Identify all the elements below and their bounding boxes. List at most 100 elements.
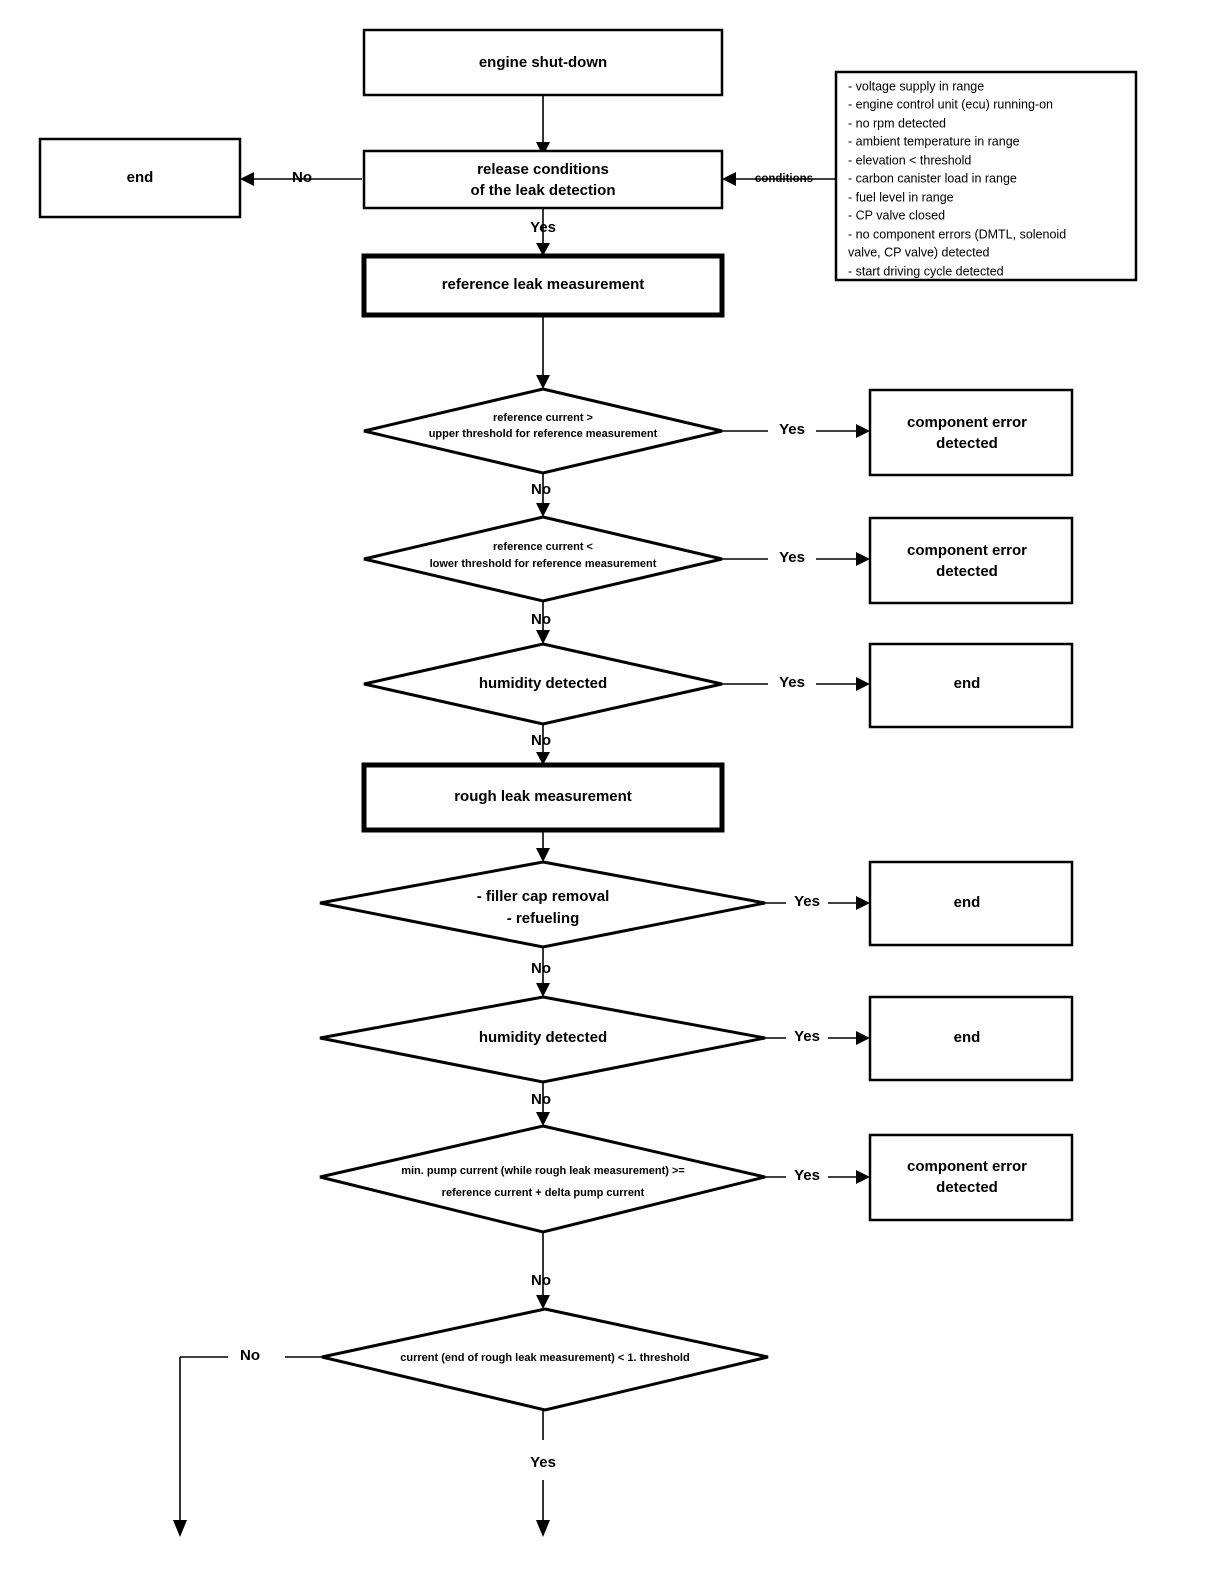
- arrowhead-d6-comperr: [856, 1170, 870, 1184]
- end-3-label: end: [954, 1029, 981, 1046]
- decision-ref-upper-line2: upper threshold for reference measuremen…: [429, 428, 658, 440]
- condition-item-4: - elevation < threshold: [848, 153, 971, 167]
- decision-humidity-2-label: humidity detected: [479, 1029, 607, 1046]
- arrowhead-d2-comperr: [856, 552, 870, 566]
- node-end-3[interactable]: end: [868, 995, 1074, 1082]
- node-component-error-3[interactable]: component error detected: [868, 1133, 1074, 1222]
- condition-item-3: - ambient temperature in range: [848, 134, 1020, 148]
- end-2-label: end: [954, 894, 981, 911]
- node-reference-leak-measurement[interactable]: reference leak measurement: [361, 253, 725, 318]
- decision-filler-cap[interactable]: - filler cap removal - refueling: [319, 860, 766, 949]
- end-1-box: [868, 642, 1074, 729]
- decision-humidity-2[interactable]: humidity detected: [319, 995, 766, 1084]
- decision-humidity-1-shape: [363, 642, 723, 726]
- condition-item-6: - fuel level in range: [848, 190, 954, 204]
- arrowhead-d5-end: [856, 1031, 870, 1045]
- end-left-box: [38, 137, 242, 219]
- edge-label-yes-1: Yes: [779, 421, 805, 438]
- decision-ref-current-upper[interactable]: reference current > upper threshold for …: [363, 387, 723, 475]
- component-error-2-line2: detected: [936, 563, 998, 580]
- edge-label-yes-6: Yes: [794, 1167, 820, 1184]
- edge-label-no-1: No: [531, 481, 551, 498]
- arrowhead-shutdown-release: [536, 142, 550, 156]
- node-end-2[interactable]: end: [868, 860, 1074, 947]
- arrowhead-d3-end: [856, 677, 870, 691]
- edge-label-yes-release: Yes: [530, 219, 556, 236]
- condition-item-1: - engine control unit (ecu) running-on: [848, 97, 1053, 111]
- edge-label-no-4: No: [531, 960, 551, 977]
- decision-ref-lower-line2: lower threshold for reference measuremen…: [430, 558, 657, 570]
- decision-ref-current-lower[interactable]: reference current < lower threshold for …: [363, 515, 723, 603]
- component-error-1-box: [868, 388, 1074, 477]
- end-3-box: [868, 995, 1074, 1082]
- edge-label-yes-3: Yes: [779, 674, 805, 691]
- arrowhead-d3-rough: [536, 752, 550, 765]
- decision-humidity-2-shape: [319, 995, 766, 1084]
- node-rough-leak-measurement[interactable]: rough leak measurement: [361, 762, 725, 833]
- edge-label-no-2: No: [531, 611, 551, 628]
- edge-label-yes-4: Yes: [794, 893, 820, 910]
- end-left-label: end: [127, 169, 154, 186]
- decision-current-threshold-shape: [321, 1307, 769, 1412]
- component-error-2-line1: component error: [907, 542, 1027, 559]
- component-error-3-line2: detected: [936, 1179, 998, 1196]
- decision-filler-cap-shape: [319, 860, 766, 949]
- decision-humidity-1[interactable]: humidity detected: [363, 642, 723, 726]
- arrowhead-d4-end: [856, 896, 870, 910]
- node-end-left[interactable]: end: [38, 137, 242, 219]
- decision-pump-current-line1: min. pump current (while rough leak meas…: [401, 1165, 685, 1177]
- engine-shutdown-box: [362, 28, 724, 97]
- component-error-3-line1: component error: [907, 1158, 1027, 1175]
- condition-item-10: - start driving cycle detected: [848, 264, 1004, 278]
- release-conditions-box: [362, 149, 724, 210]
- edge-label-no-5: No: [531, 1091, 551, 1108]
- arrowhead-conditions-release: [722, 172, 736, 186]
- arrowhead-d1-d2: [536, 503, 550, 517]
- reference-leak-measurement-box: [361, 253, 725, 318]
- decision-pump-current-shape: [319, 1124, 766, 1234]
- node-end-1[interactable]: end: [868, 642, 1074, 729]
- conditions-box-frame: [834, 70, 1138, 282]
- component-error-1-line2: detected: [936, 435, 998, 452]
- condition-item-7: - CP valve closed: [848, 208, 945, 222]
- arrowhead-rough-d4: [536, 848, 550, 862]
- condition-item-8: - no component errors (DMTL, solenoid: [848, 227, 1066, 241]
- end-1-label: end: [954, 675, 981, 692]
- arrowhead-d6-d7: [536, 1295, 550, 1309]
- node-component-error-2[interactable]: component error detected: [868, 516, 1074, 605]
- edge-label-layer: No Yes conditions Yes No Yes No Yes No Y…: [240, 169, 820, 1471]
- decision-ref-lower-shape: [363, 515, 723, 603]
- edge-label-yes-5: Yes: [794, 1028, 820, 1045]
- node-release-conditions[interactable]: release conditions of the leak detection: [362, 149, 724, 210]
- node-component-error-1[interactable]: component error detected: [868, 388, 1074, 477]
- condition-item-0: - voltage supply in range: [848, 79, 984, 93]
- release-conditions-label-line1: release conditions: [477, 161, 609, 178]
- edge-label-no-release: No: [292, 169, 312, 186]
- condition-item-9: valve, CP valve) detected: [848, 245, 990, 259]
- decision-pump-current[interactable]: min. pump current (while rough leak meas…: [319, 1124, 766, 1234]
- arrowhead-release-reference: [536, 243, 550, 256]
- edge-label-no-6: No: [531, 1272, 551, 1289]
- decision-ref-upper-line1: reference current >: [493, 412, 593, 424]
- conditions-box: - voltage supply in range - engine contr…: [834, 70, 1138, 282]
- rough-leak-measurement-box: [361, 762, 725, 833]
- arrowhead-d4-d5: [536, 983, 550, 997]
- edge-label-yes-2: Yes: [779, 549, 805, 566]
- node-engine-shutdown[interactable]: engine shut-down: [362, 28, 724, 97]
- arrowhead-d1-comperr: [856, 424, 870, 438]
- arrowhead-d7-no-exit: [173, 1520, 187, 1537]
- arrowhead-d5-d6: [536, 1112, 550, 1126]
- arrowhead-reference-d1: [536, 375, 550, 389]
- edge-label-no-3: No: [531, 732, 551, 749]
- decision-current-threshold[interactable]: current (end of rough leak measurement) …: [321, 1307, 769, 1412]
- decision-ref-lower-line1: reference current <: [493, 541, 593, 553]
- decision-current-threshold-label: current (end of rough leak measurement) …: [400, 1352, 689, 1364]
- release-conditions-label-line2: of the leak detection: [470, 182, 615, 199]
- engine-shutdown-label: engine shut-down: [479, 54, 607, 71]
- decision-ref-upper-shape: [363, 387, 723, 475]
- component-error-1-line1: component error: [907, 414, 1027, 431]
- arrowhead-d7-yes-exit: [536, 1520, 550, 1537]
- edge-label-no-7: No: [240, 1347, 260, 1364]
